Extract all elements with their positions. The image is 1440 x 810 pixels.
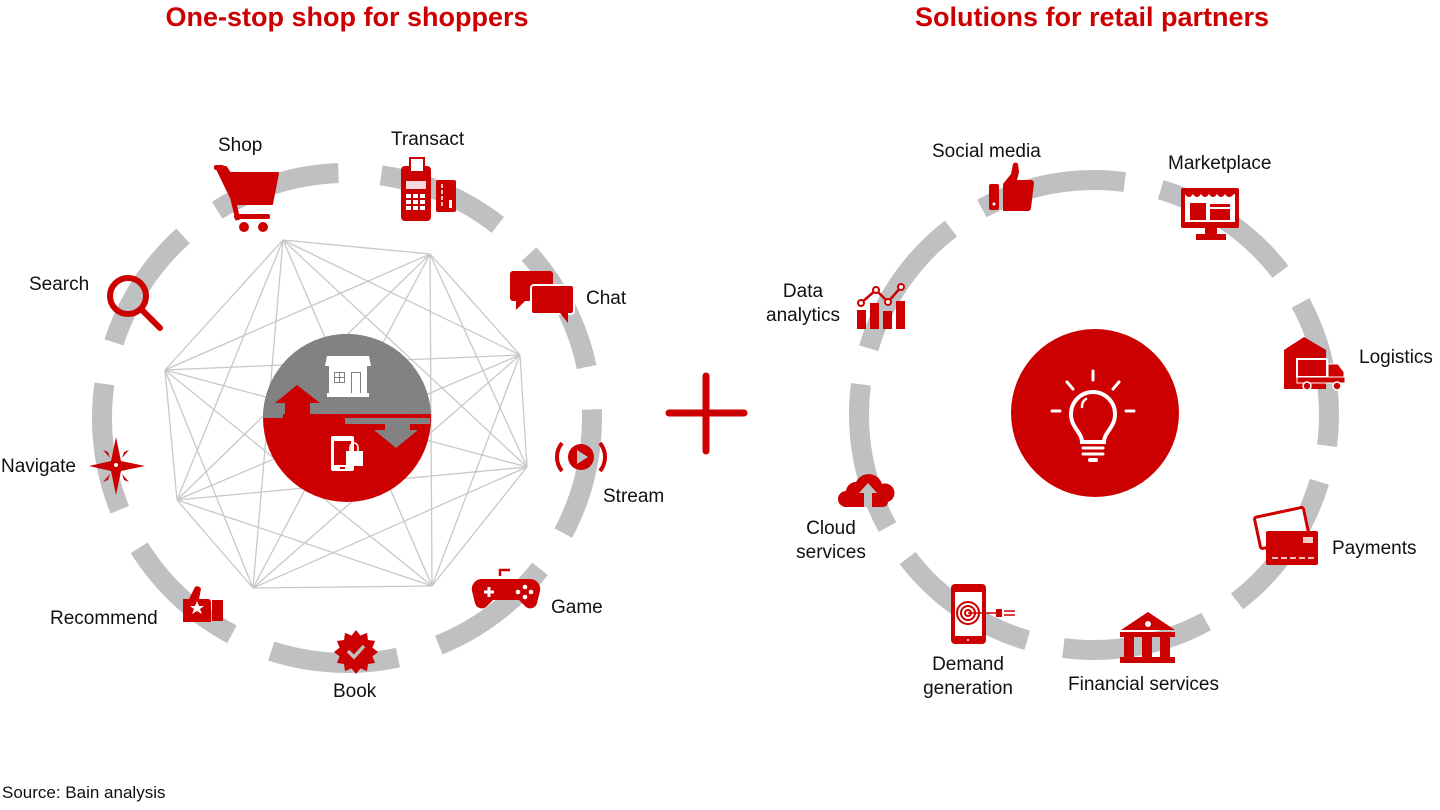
plus-icon: [665, 372, 748, 455]
network-edge: [164, 253, 431, 371]
network-edge: [282, 239, 528, 468]
solution-label-marketplace: Marketplace: [1168, 153, 1272, 174]
network-edge: [164, 369, 254, 589]
solution-label-demand-generation: Demand generation: [923, 654, 1013, 699]
left-ring-segment: [434, 562, 548, 655]
solution-label-payments: Payments: [1332, 538, 1417, 559]
left-section-title: One-stop shop for shoppers: [165, 2, 529, 32]
feature-label-stream: Stream: [603, 486, 665, 507]
network-edge: [176, 499, 254, 589]
network-edge: [282, 239, 431, 255]
shopping-cart-icon: [214, 165, 279, 232]
feature-label-recommend: Recommend: [50, 608, 158, 629]
network-edge: [431, 466, 528, 587]
network-edge: [164, 239, 284, 371]
right-ring-segment: [1062, 612, 1211, 660]
stream-play-icon: [554, 441, 608, 473]
feature-label-search: Search: [29, 274, 90, 295]
feature-label-game: Game: [551, 597, 603, 618]
magnifier-icon: [107, 275, 163, 331]
mobile-shopping-icon: [331, 436, 363, 471]
left-ring-segment: [92, 382, 130, 514]
left-ring-segment: [130, 542, 237, 644]
solution-label-logistics: Logistics: [1359, 347, 1433, 368]
left-ring-segment: [554, 409, 602, 538]
right-ring-segment: [849, 383, 897, 532]
solution-label-data-analytics: Data analytics: [766, 281, 840, 326]
network-edge: [164, 369, 178, 501]
network-edge: [176, 499, 433, 587]
analytics-chart-icon: [857, 283, 905, 329]
network-edge: [176, 239, 284, 501]
payment-terminal-icon: [401, 157, 456, 221]
network-edge: [252, 466, 528, 589]
left-ring-segment: [268, 641, 401, 673]
source-note: Source: Bain analysis: [2, 783, 166, 802]
credit-cards-icon: [1253, 506, 1318, 565]
feature-label-transact: Transact: [391, 129, 465, 150]
network-edge: [252, 585, 433, 589]
feature-label-shop: Shop: [218, 135, 263, 156]
arrow-up-icon: [275, 385, 431, 420]
feature-label-navigate: Navigate: [1, 456, 76, 477]
mobile-target-icon: [951, 584, 1015, 644]
thumbs-up-star-icon: [183, 586, 223, 622]
shopper-hub: [263, 334, 431, 502]
solution-label-social-media: Social media: [932, 141, 1041, 162]
network-edge: [429, 253, 433, 587]
left-ring-segment: [104, 228, 190, 346]
network-edge: [431, 354, 521, 587]
network-edge: [429, 253, 521, 356]
gamepad-icon: [471, 568, 541, 609]
storefront-icon: [325, 356, 371, 397]
warehouse-truck-icon: [1284, 337, 1346, 391]
partner-hub: [1011, 329, 1179, 497]
network-edge: [282, 239, 521, 356]
network-edge: [519, 354, 528, 468]
feature-label-book: Book: [333, 681, 377, 702]
thumbs-up-icon: [989, 162, 1034, 211]
solution-label-financial-services: Financial services: [1068, 674, 1219, 695]
arrow-down-icon: [345, 418, 430, 448]
bank-icon: [1120, 612, 1175, 663]
right-ring-segment: [859, 220, 958, 352]
chat-bubbles-icon: [510, 271, 575, 323]
solution-label-cloud-services: Cloud services: [796, 518, 866, 563]
online-store-icon: [1181, 188, 1239, 240]
network-edge: [429, 253, 528, 468]
lightbulb-icon: [1050, 369, 1136, 462]
verified-badge-icon: [334, 630, 378, 674]
compass-star-icon: [89, 437, 145, 495]
cloud-upload-icon: [838, 474, 895, 507]
feature-label-chat: Chat: [586, 288, 627, 309]
right-section-title: Solutions for retail partners: [914, 2, 1270, 32]
